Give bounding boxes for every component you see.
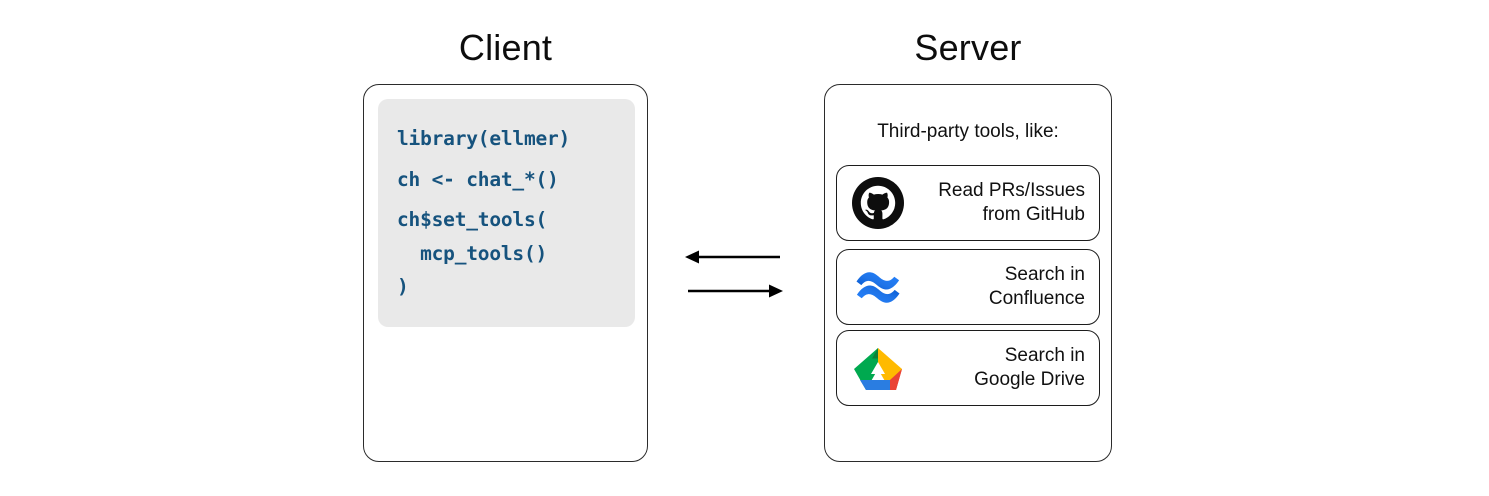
code-spacer <box>397 149 635 170</box>
google-drive-icon <box>848 338 908 398</box>
server-panel-title: Server <box>914 27 1022 68</box>
tool-card-google-drive[interactable]: Search in Google Drive <box>836 330 1100 406</box>
tool-label-google-drive: Search in Google Drive <box>974 344 1085 390</box>
code-line-4: mcp_tools() <box>397 241 548 265</box>
tool-label-github: Read PRs/Issues from GitHub <box>938 179 1085 225</box>
tool-label-confluence: Search in Confluence <box>988 263 1085 309</box>
tool-card-github[interactable]: Read PRs/Issues from GitHub <box>836 165 1100 241</box>
code-line-1: library(ellmer) <box>397 127 571 150</box>
tool-card-confluence[interactable]: Search in Confluence <box>836 249 1100 325</box>
client-code-block: library(ellmer) ch <- chat_*() ch$set_to… <box>378 99 635 327</box>
connection-arrows <box>682 240 786 300</box>
client-panel-title: Client <box>458 27 553 68</box>
code-line-5: ) <box>397 275 409 298</box>
client-to-server-arrow <box>688 284 783 298</box>
server-panel: Third-party tools, like: Read PRs/Issues… <box>824 84 1112 462</box>
third-party-tools-caption: Third-party tools, like: <box>877 121 1059 142</box>
confluence-icon <box>848 257 908 317</box>
code-spacer <box>397 189 635 210</box>
code-line-3: ch$set_tools( <box>397 208 548 231</box>
code-line-2: ch <- chat_*() <box>397 167 559 191</box>
github-icon <box>848 173 908 233</box>
client-panel: library(ellmer) ch <- chat_*() ch$set_to… <box>363 84 648 462</box>
server-to-client-arrow <box>685 250 780 264</box>
